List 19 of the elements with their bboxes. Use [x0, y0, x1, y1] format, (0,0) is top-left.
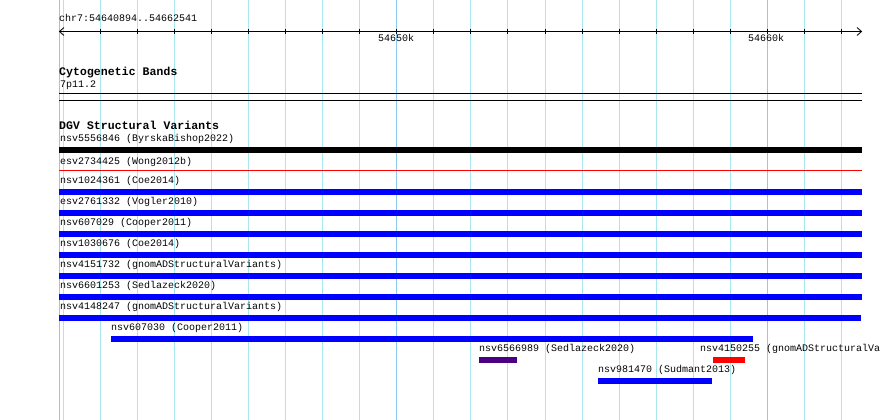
- variant-label: nsv4148247 (gnomADStructuralVariants): [60, 302, 282, 314]
- axis-tick-label: 54660k: [748, 34, 784, 46]
- variant-label: nsv5556846 (ByrskaBishop2022): [60, 134, 234, 146]
- axis-tick-label: 54650k: [378, 34, 414, 46]
- variant-label: esv2761332 (Vogler2010): [60, 197, 198, 209]
- variant-label: nsv4150255 (gnomADStructuralVa: [700, 344, 880, 356]
- variant-label: nsv6566989 (Sedlazeck2020): [479, 344, 636, 356]
- variant-label: nsv981470 (Sudmant2013): [598, 365, 736, 377]
- region-label: chr7:54640894..54662541: [59, 14, 198, 26]
- track-title: DGV Structural Variants: [59, 120, 220, 133]
- variant-label: nsv6601253 (Sedlazeck2020): [60, 281, 216, 293]
- variant-label: nsv607029 (Cooper2011): [60, 218, 192, 230]
- band-label: 7p11.2: [60, 80, 96, 92]
- variant-label: nsv1030676 (Coe2014): [60, 239, 180, 251]
- variant-label: esv2734425 (Wong2012b): [60, 157, 192, 169]
- variant-label: nsv4151732 (gnomADStructuralVariants): [60, 260, 282, 272]
- variant-label: nsv607030 (Cooper2011): [111, 323, 244, 335]
- track-title: Cytogenetic Bands: [59, 66, 178, 79]
- variant-label: nsv1024361 (Coe2014): [60, 176, 180, 188]
